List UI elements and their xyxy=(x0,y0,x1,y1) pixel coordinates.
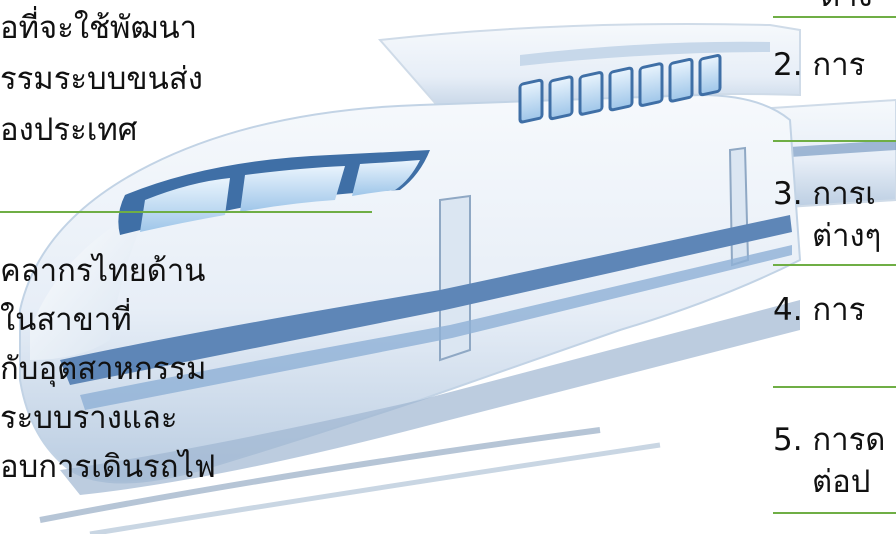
divider-line xyxy=(773,140,896,142)
left-text-line: ื่อที่จะใช้พัฒนา xyxy=(0,10,198,46)
left-text-line: องประเทศ xyxy=(0,112,138,148)
left-text-line: กับอุตสาหกรรม xyxy=(0,351,207,387)
right-text-fragment: ต่าง xyxy=(820,0,873,14)
left-text-line: รรมระบบขนส่ง xyxy=(0,61,203,97)
left-text-line: ในสาขาที่ xyxy=(0,302,132,338)
divider-line xyxy=(0,211,372,213)
list-item-4: 4. การ xyxy=(773,292,866,328)
list-item-3: 3. การเ xyxy=(773,176,876,212)
divider-line xyxy=(773,386,896,388)
divider-line xyxy=(773,264,896,266)
list-item-2: 2. การ xyxy=(773,47,866,83)
divider-line xyxy=(773,512,896,514)
list-item-3-continuation: ต่างๆ xyxy=(812,218,882,254)
left-text-line: ระบบรางและ xyxy=(0,400,178,436)
list-item-5-continuation: ต่อป xyxy=(812,464,871,500)
left-text-line: คลากรไทยด้าน xyxy=(0,253,206,289)
list-item-5: 5. การด xyxy=(773,422,886,458)
left-text-line: อบการเดินรถไฟ xyxy=(0,449,217,485)
divider-line xyxy=(773,16,896,18)
